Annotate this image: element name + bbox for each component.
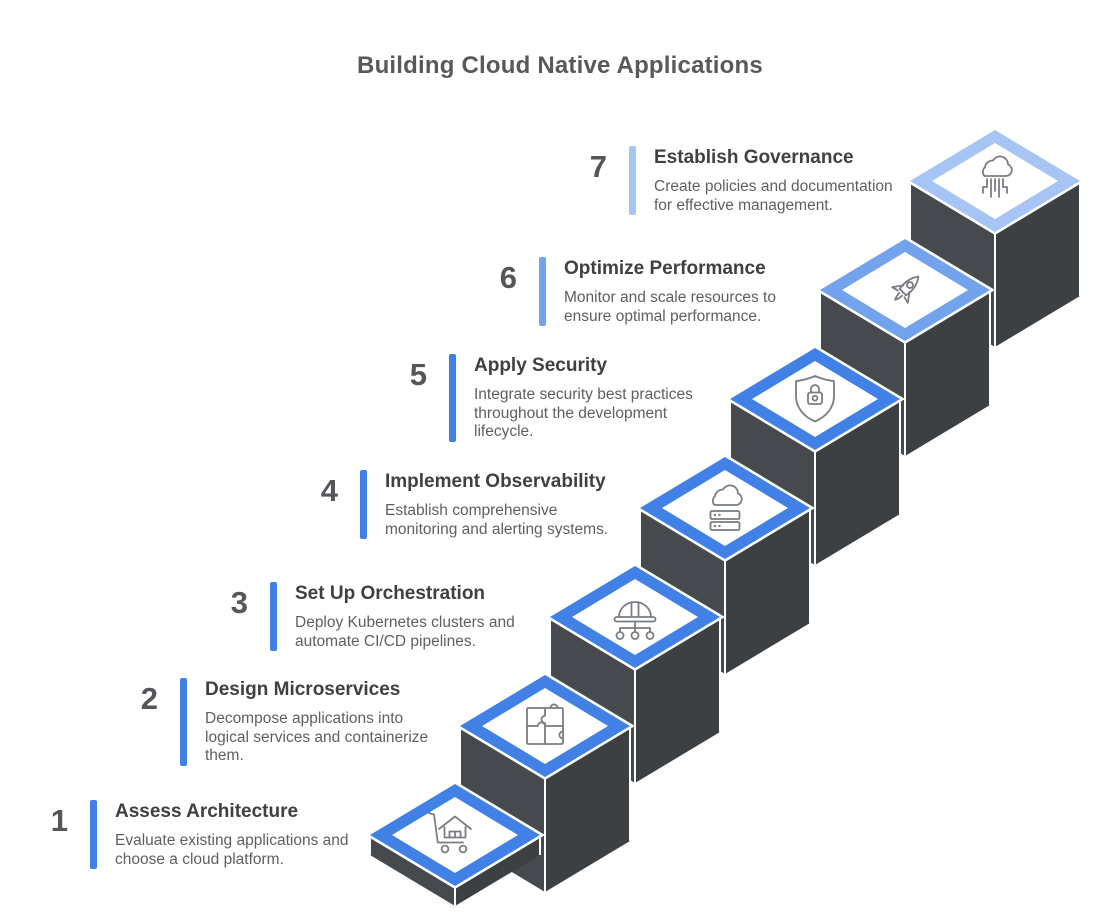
shield-lock-icon xyxy=(795,375,835,423)
hardhat-network-icon xyxy=(613,601,657,640)
step-title: Implement Observability xyxy=(385,471,606,492)
step-title: Optimize Performance xyxy=(564,258,766,279)
step-4-text: 4 Implement Observability Establish comp… xyxy=(308,470,617,540)
rocket-icon xyxy=(891,275,920,304)
page-title: Building Cloud Native Applications xyxy=(357,52,763,79)
step-number: 7 xyxy=(589,149,607,184)
accent-bar xyxy=(360,470,367,540)
accent-bar xyxy=(449,354,456,442)
accent-bar xyxy=(180,678,187,766)
step-number: 1 xyxy=(50,803,68,838)
cloud-circuit-icon xyxy=(982,155,1013,198)
stair-step-4 xyxy=(635,454,815,675)
step-description: Decompose applications into logical serv… xyxy=(205,710,429,765)
stair-step-2 xyxy=(455,672,635,893)
step-number: 6 xyxy=(499,260,517,295)
step-2-text: 2 Design Microservices Decompose applica… xyxy=(128,678,445,766)
step-description: Deploy Kubernetes clusters and automate … xyxy=(295,614,515,650)
step-title: Establish Governance xyxy=(654,147,854,168)
step-3-text: 3 Set Up Orchestration Deploy Kubernetes… xyxy=(218,582,535,652)
step-number: 5 xyxy=(409,357,427,392)
cloud-server-icon xyxy=(709,484,743,531)
step-number: 2 xyxy=(140,681,158,716)
step-7-text: 7 Establish Governance Create policies a… xyxy=(577,146,899,216)
step-5-text: 5 Apply Security Integrate security best… xyxy=(397,354,719,442)
step-title: Design Microservices xyxy=(205,679,401,700)
accent-bar xyxy=(90,800,97,870)
step-title: Set Up Orchestration xyxy=(295,583,486,604)
step-description: Monitor and scale resources to ensure op… xyxy=(564,289,776,325)
step-description: Evaluate existing applications and choos… xyxy=(115,832,349,868)
step-1-text: 1 Assess Architecture Evaluate existing … xyxy=(38,800,370,870)
step-description: Establish comprehensive monitoring and a… xyxy=(385,502,609,538)
accent-bar xyxy=(270,582,277,652)
stair-step-1 xyxy=(365,781,545,907)
step-number: 4 xyxy=(320,473,338,508)
accent-bar xyxy=(539,257,546,327)
stair-step-6 xyxy=(815,236,995,457)
accent-bar xyxy=(629,146,636,216)
step-title: Apply Security xyxy=(474,355,608,376)
stair-step-5 xyxy=(725,345,905,566)
stair-step-7 xyxy=(905,127,1085,348)
cart-house-icon xyxy=(427,812,472,854)
step-title: Assess Architecture xyxy=(115,801,299,822)
puzzle-icon xyxy=(526,703,564,745)
stair-step-3 xyxy=(545,563,725,784)
step-number: 3 xyxy=(230,585,248,620)
step-description: Integrate security best practices throug… xyxy=(474,386,693,441)
step-description: Create policies and documentation for ef… xyxy=(654,178,893,214)
step-6-text: 6 Optimize Performance Monitor and scale… xyxy=(487,257,799,327)
